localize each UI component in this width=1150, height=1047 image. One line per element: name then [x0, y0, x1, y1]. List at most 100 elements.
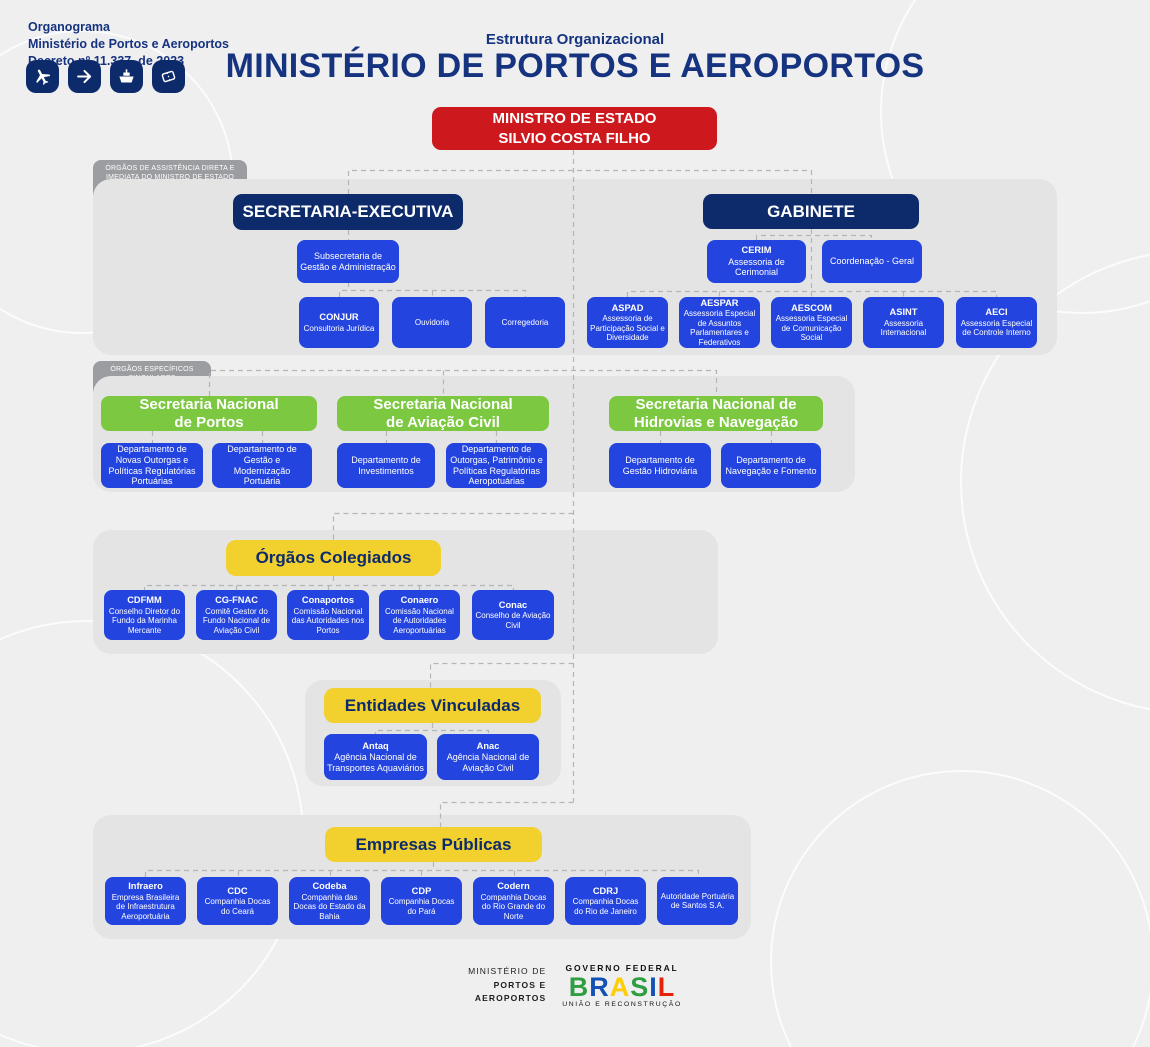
node-cdfmm: CDFMM Conselho Diretor do Fundo da Marin… — [104, 590, 185, 640]
node-label: Departamento de Gestão Hidroviária — [622, 454, 698, 476]
node-label: Assessoria Especial de Controle Interno — [960, 318, 1033, 338]
node-abbr: Codeba — [312, 881, 347, 892]
node-ouvidoria: Ouvidoria — [392, 297, 472, 348]
brasil-letter: A — [609, 972, 631, 1002]
node-abbr: CG-FNAC — [215, 595, 258, 606]
page-title: MINISTÉRIO DE PORTOS E AEROPORTOS — [225, 47, 925, 85]
node-label: Coordenação - Geral — [829, 256, 915, 267]
node-label: Empresa Brasileira de Infraestrutura Aer… — [111, 892, 180, 921]
node-cerim: CERIM Assessoria de Cerimonial — [707, 240, 806, 283]
node-dep-gestao-hidroviaria: Departamento de Gestão Hidroviária — [609, 443, 711, 488]
node-label: Assessoria Especial de Assuntos Parlamen… — [683, 309, 756, 347]
transport-icons — [26, 60, 185, 93]
doc-info-line2: Ministério de Portos e Aeroportos — [28, 37, 229, 51]
node-dep-novas-outorgas: Departamento de Novas Outorgas e Polític… — [101, 443, 203, 488]
node-label: Autoridade Portuária de Santos S.A. — [660, 891, 735, 910]
ministry-line3: AEROPORTOS — [474, 993, 547, 1004]
governo-federal-label: GOVERNO FEDERAL — [565, 963, 679, 973]
node-abbr: ASPAD — [611, 302, 644, 313]
node-abbr: Codern — [497, 881, 530, 892]
node-abbr: CDC — [227, 885, 248, 896]
node-abbr: AESCOM — [791, 302, 832, 313]
doc-info-line1: Organograma — [28, 20, 110, 34]
node-coordenacao-geral: Coordenação - Geral — [822, 240, 922, 283]
node-label: Departamento de Novas Outorgas e Polític… — [108, 444, 196, 487]
node-codern: Codern Companhia Docas do Rio Grande do … — [473, 877, 554, 925]
node-dep-investimentos: Departamento de Investimentos — [337, 443, 435, 488]
footer: MINISTÉRIO DE PORTOS E AEROPORTOS GOVERN… — [0, 963, 1150, 1008]
node-cdc: CDC Companhia Docas do Ceará — [197, 877, 278, 925]
brasil-letter: S — [630, 972, 650, 1002]
node-antaq: Antaq Agência Nacional de Transportes Aq… — [324, 734, 427, 780]
airplane-icon — [26, 60, 59, 93]
node-abbr: Antaq — [362, 740, 389, 751]
node-abbr: ASINT — [889, 307, 918, 318]
document-info: Organograma Ministério de Portos e Aerop… — [28, 19, 229, 70]
node-conac: Conac Conselho de Aviação Civil — [472, 590, 554, 640]
node-secretaria-portos: Secretaria Nacional de Portos — [101, 396, 317, 431]
node-abbr: Conaero — [400, 595, 439, 606]
node-ministro-de-estado: MINISTRO DE ESTADO SILVIO COSTA FILHO — [432, 107, 717, 150]
node-dep-gestao-modernizacao: Departamento de Gestão e Modernização Po… — [212, 443, 312, 488]
node-gabinete: GABINETE — [703, 194, 919, 229]
node-conaportos: Conaportos Comissão Nacional das Autorid… — [287, 590, 369, 640]
node-cg-fnac: CG-FNAC Comitê Gestor do Fundo Nacional … — [196, 590, 277, 640]
node-label: Ouvidoria — [414, 317, 450, 327]
node-label: Consultoria Jurídica — [303, 323, 375, 333]
node-label: Companhia Docas do Rio de Janeiro — [572, 897, 639, 916]
node-label: Companhia Docas do Rio Grande do Norte — [480, 892, 547, 921]
node-label: Agência Nacional de Aviação Civil — [446, 752, 530, 773]
brasil-letter: B — [568, 972, 590, 1002]
node-abbr: Conac — [498, 599, 528, 610]
node-dep-outorgas-patrimonio: Departamento de Outorgas, Patrimônio e P… — [446, 443, 547, 488]
node-label: Companhia Docas do Pará — [388, 897, 455, 916]
ministry-logo-text: MINISTÉRIO DE PORTOS E AEROPORTOS — [468, 965, 546, 1006]
node-label: Conselho Diretor do Fundo da Marinha Mer… — [108, 606, 181, 635]
node-subsecretaria-gestao: Subsecretaria de Gestão e Administração — [297, 240, 399, 283]
node-label: Conselho de Aviação Civil — [475, 611, 551, 630]
node-secretaria-executiva: SECRETARIA-EXECUTIVA — [233, 194, 463, 230]
node-conjur: CONJUR Consultoria Jurídica — [299, 297, 379, 348]
arrow-right-icon — [68, 60, 101, 93]
node-abbr: AESPAR — [700, 297, 739, 308]
node-abbr: CERIM — [741, 245, 772, 256]
node-label: Assessoria de Participação Social e Dive… — [590, 314, 665, 343]
node-label: Departamento de Outorgas, Patrimônio e P… — [450, 444, 543, 487]
node-label: Companhia Docas do Ceará — [204, 897, 271, 916]
node-aeci: AECI Assessoria Especial de Controle Int… — [956, 297, 1037, 348]
node-label: Companhia das Docas do Estado da Bahia — [293, 892, 366, 921]
slogan-label: UNIÃO E RECONSTRUÇÃO — [562, 1001, 682, 1009]
node-label: Assessoria Especial de Comunicação Socia… — [775, 314, 848, 343]
node-abbr: Conaportos — [301, 595, 355, 606]
doc-info-line3: Decreto nº 11.337, de 2023 — [28, 54, 185, 68]
ship-icon — [110, 60, 143, 93]
node-conaero: Conaero Comissão Nacional de Autoridades… — [379, 590, 460, 640]
governo-federal-logo: GOVERNO FEDERAL BRASIL UNIÃO E RECONSTRU… — [562, 963, 682, 1008]
node-label: Departamento de Navegação e Fomento — [725, 454, 817, 476]
brasil-letter: I — [649, 972, 658, 1002]
node-label: Assessoria de Cerimonial — [728, 256, 785, 278]
node-aspad: ASPAD Assessoria de Participação Social … — [587, 297, 668, 348]
node-cdrj: CDRJ Companhia Docas do Rio de Janeiro — [565, 877, 646, 925]
node-abbr: CDRJ — [592, 885, 619, 896]
node-aespar: AESPAR Assessoria Especial de Assuntos P… — [679, 297, 760, 348]
brasil-letter: L — [657, 972, 676, 1002]
node-abbr: CDP — [411, 885, 432, 896]
brasil-letter: R — [589, 972, 610, 1002]
ticket-icon — [152, 60, 185, 93]
node-anac: Anac Agência Nacional de Aviação Civil — [437, 734, 539, 780]
node-label: Corregedoria — [501, 317, 549, 327]
node-label: Comissão Nacional de Autoridades Aeropor… — [385, 606, 454, 635]
ministry-line2: PORTOS E — [493, 979, 547, 990]
node-label: Assessoria Internacional — [880, 318, 927, 338]
node-abbr: CONJUR — [319, 311, 359, 322]
node-abbr: CDFMM — [127, 595, 162, 606]
node-label: Departamento de Gestão e Modernização Po… — [227, 444, 297, 487]
node-empresas-publicas: Empresas Públicas — [325, 827, 542, 862]
node-codeba: Codeba Companhia das Docas do Estado da … — [289, 877, 370, 925]
node-label: Departamento de Investimentos — [351, 454, 421, 476]
node-asint: ASINT Assessoria Internacional — [863, 297, 944, 348]
ministry-line1: MINISTÉRIO DE — [468, 966, 547, 977]
node-corregedoria: Corregedoria — [485, 297, 565, 348]
